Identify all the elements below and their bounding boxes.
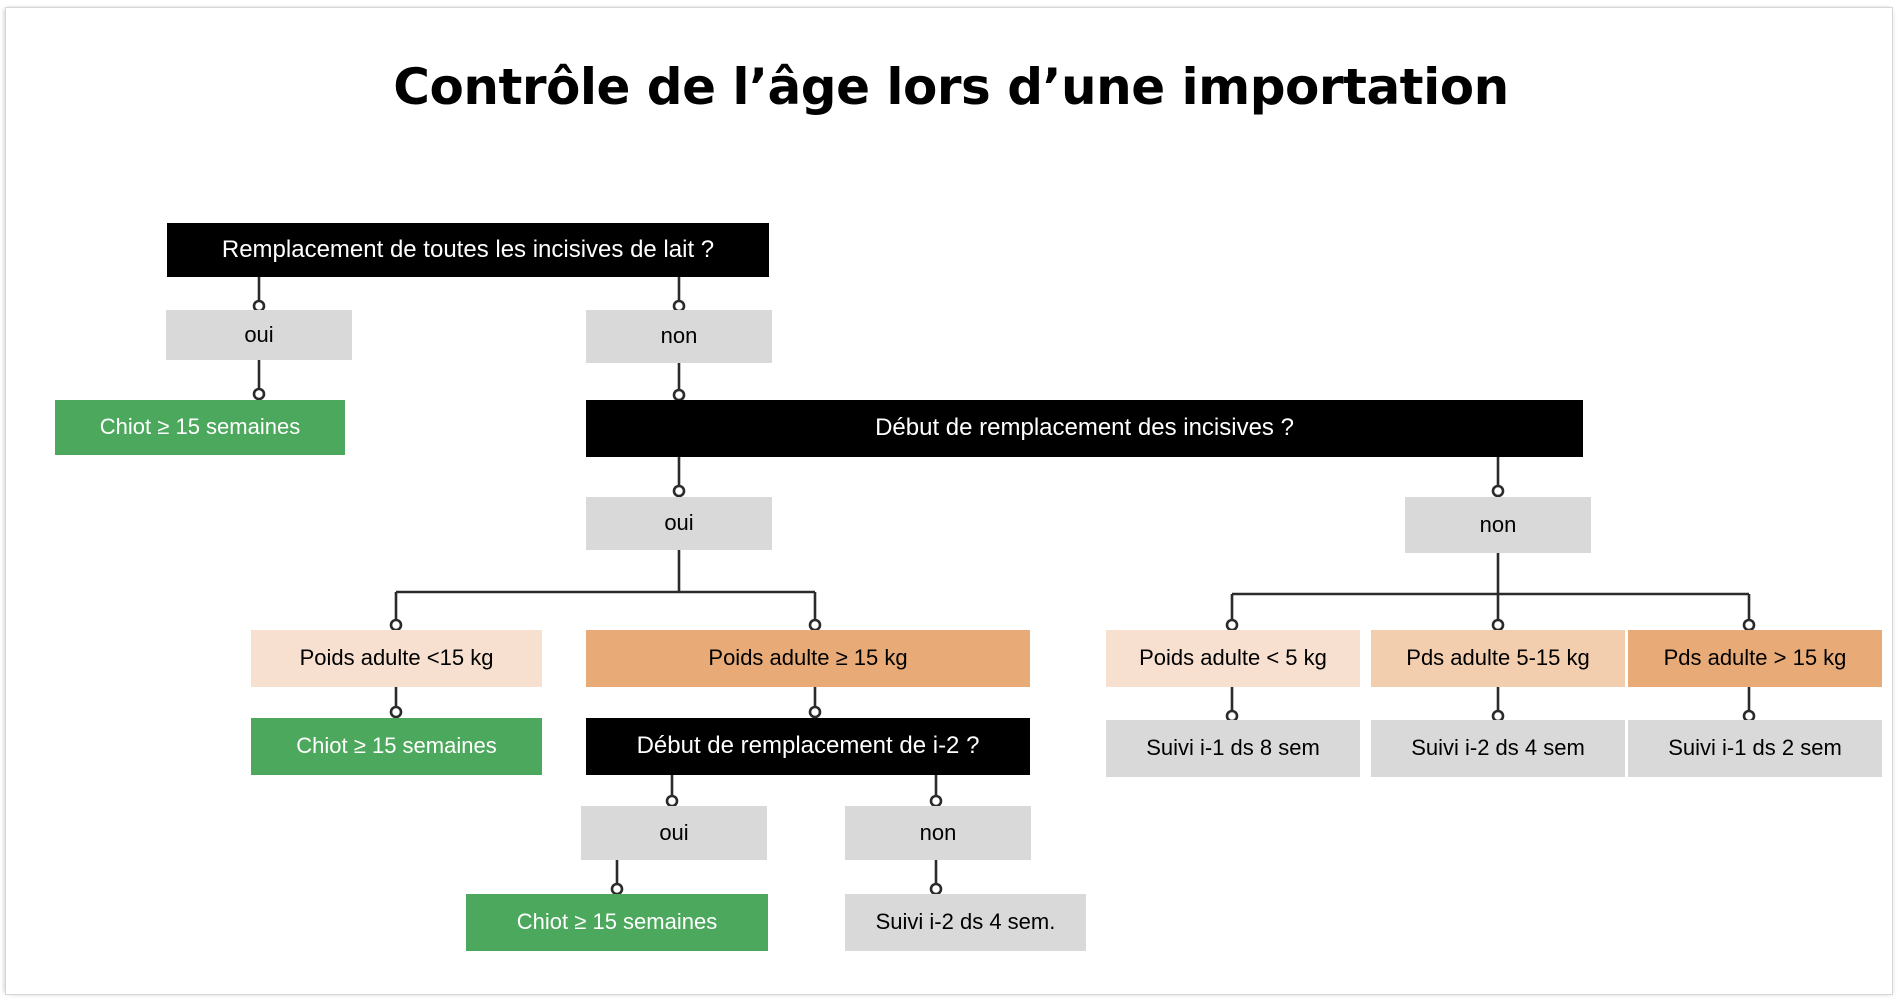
weight-node-pds-adulte-5-15[interactable]: Pds adulte 5-15 kg (1371, 630, 1625, 687)
result-node-chiot-15-semaines-lt15[interactable]: Chiot ≥ 15 semaines (251, 718, 542, 775)
question-node-debut-i2[interactable]: Début de remplacement de i-2 ? (586, 718, 1030, 775)
result-node-chiot-15-semaines-i2[interactable]: Chiot ≥ 15 semaines (466, 894, 768, 951)
result-node-chiot-15-semaines-root[interactable]: Chiot ≥ 15 semaines (55, 400, 345, 455)
answer-node-root-non[interactable]: non (586, 310, 772, 363)
question-node-debut-incisives[interactable]: Début de remplacement des incisives ? (586, 400, 1583, 457)
question-node-root[interactable]: Remplacement de toutes les incisives de … (167, 223, 769, 277)
page-title: Contrôle de l’âge lors d’une importation (393, 58, 1509, 116)
weight-node-pds-adulte-gt15[interactable]: Pds adulte > 15 kg (1628, 630, 1882, 687)
answer-node-debut-oui[interactable]: oui (586, 497, 772, 550)
followup-node-suivi-i1-2sem[interactable]: Suivi i-1 ds 2 sem (1628, 720, 1882, 777)
followup-node-suivi-i2-4sem-bottom[interactable]: Suivi i-2 ds 4 sem. (845, 894, 1086, 951)
followup-node-suivi-i2-4sem[interactable]: Suivi i-2 ds 4 sem (1371, 720, 1625, 777)
answer-node-i2-oui[interactable]: oui (581, 806, 767, 860)
answer-node-root-oui[interactable]: oui (166, 310, 352, 360)
followup-node-suivi-i1-8sem[interactable]: Suivi i-1 ds 8 sem (1106, 720, 1360, 777)
weight-node-poids-adulte-lt15[interactable]: Poids adulte <15 kg (251, 630, 542, 687)
weight-node-poids-adulte-lt5[interactable]: Poids adulte < 5 kg (1106, 630, 1360, 687)
weight-node-poids-adulte-ge15[interactable]: Poids adulte ≥ 15 kg (586, 630, 1030, 687)
answer-node-debut-non[interactable]: non (1405, 497, 1591, 553)
answer-node-i2-non[interactable]: non (845, 806, 1031, 860)
